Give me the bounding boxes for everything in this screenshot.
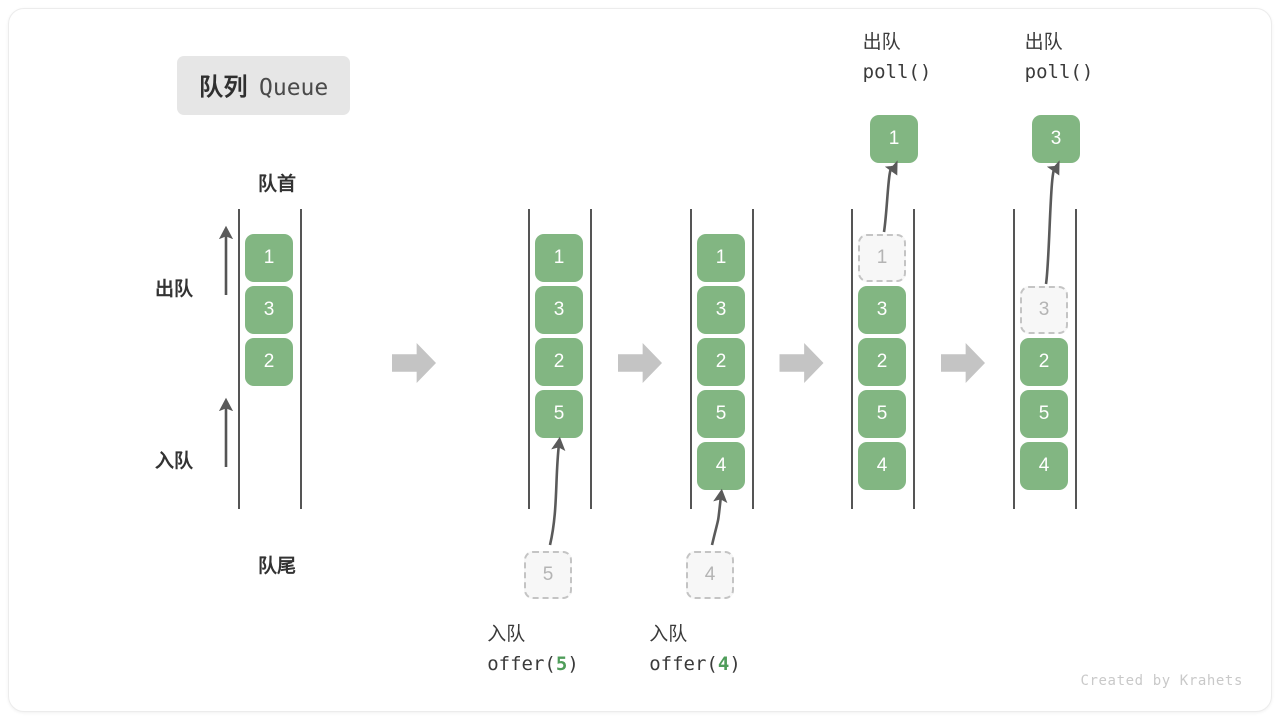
diagram-title-badge: 队列 Queue bbox=[177, 56, 351, 115]
caption-code: poll() bbox=[1024, 60, 1094, 83]
caption-cn: 出队 bbox=[862, 32, 901, 53]
dequeued-result-cell: 3 bbox=[1032, 115, 1080, 163]
queue-cell: 3 bbox=[245, 286, 293, 334]
queue-rail-left bbox=[528, 209, 530, 509]
transition-arrow bbox=[779, 343, 824, 383]
label-enqueue: 入队 bbox=[155, 451, 194, 472]
queue-cell: 1 bbox=[697, 234, 745, 282]
label-queue-head: 队首 bbox=[257, 174, 297, 195]
caption-code: poll() bbox=[862, 60, 932, 83]
transition-arrow bbox=[618, 343, 662, 383]
queue-cell: 4 bbox=[697, 442, 745, 490]
caption-cn: 出队 bbox=[1024, 32, 1063, 53]
queue-cell-ghost: 3 bbox=[1020, 286, 1068, 334]
transition-arrow bbox=[392, 343, 436, 383]
queue-cell: 5 bbox=[535, 390, 583, 438]
label-dequeue: 出队 bbox=[155, 279, 194, 300]
queue-cell: 3 bbox=[535, 286, 583, 334]
queue-cell: 4 bbox=[1020, 442, 1068, 490]
queue-rail-right bbox=[752, 209, 754, 509]
caption-cn: 入队 bbox=[649, 624, 688, 645]
queue-rail-left bbox=[238, 209, 240, 509]
queue-rail-left bbox=[690, 209, 692, 509]
queue-cell: 5 bbox=[697, 390, 745, 438]
queue-cell: 2 bbox=[535, 338, 583, 386]
staged-enqueue-cell: 5 bbox=[524, 551, 572, 599]
queue-cell: 2 bbox=[1020, 338, 1068, 386]
queue-cell: 5 bbox=[1020, 390, 1068, 438]
queue-rail-left bbox=[1013, 209, 1015, 509]
label-queue-tail: 队尾 bbox=[257, 556, 297, 577]
queue-cell-ghost: 1 bbox=[858, 234, 906, 282]
queue-cell: 2 bbox=[858, 338, 906, 386]
queue-cell: 1 bbox=[535, 234, 583, 282]
caption-dequeue: 出队 poll() bbox=[1025, 29, 1094, 87]
diagram-title-en: Queue bbox=[259, 75, 329, 101]
queue-cell: 5 bbox=[858, 390, 906, 438]
staged-enqueue-cell: 4 bbox=[686, 551, 734, 599]
watermark: Created by Krahets bbox=[1080, 673, 1243, 689]
caption-code-arg: 4 bbox=[717, 652, 730, 675]
queue-rail-right bbox=[913, 209, 915, 509]
diagram-title-cn: 队列 bbox=[199, 74, 248, 101]
queue-cell: 3 bbox=[858, 286, 906, 334]
caption-code: offer(4) bbox=[649, 652, 741, 675]
queue-rail-left bbox=[851, 209, 853, 509]
queue-cell: 1 bbox=[245, 234, 293, 282]
queue-rail-right bbox=[590, 209, 592, 509]
caption-enqueue: 入队 offer(4) bbox=[649, 621, 741, 679]
caption-dequeue: 出队 poll() bbox=[863, 29, 932, 87]
transition-arrow bbox=[941, 343, 985, 383]
caption-code: offer(5) bbox=[487, 652, 579, 675]
dequeued-result-cell: 1 bbox=[870, 115, 918, 163]
queue-cell: 3 bbox=[697, 286, 745, 334]
queue-cell: 2 bbox=[245, 338, 293, 386]
queue-rail-right bbox=[1075, 209, 1077, 509]
caption-enqueue: 入队 offer(5) bbox=[487, 621, 579, 679]
caption-code-arg: 5 bbox=[555, 652, 568, 675]
queue-cell: 2 bbox=[697, 338, 745, 386]
caption-cn: 入队 bbox=[487, 624, 526, 645]
queue-cell: 4 bbox=[858, 442, 906, 490]
queue-rail-right bbox=[300, 209, 302, 509]
